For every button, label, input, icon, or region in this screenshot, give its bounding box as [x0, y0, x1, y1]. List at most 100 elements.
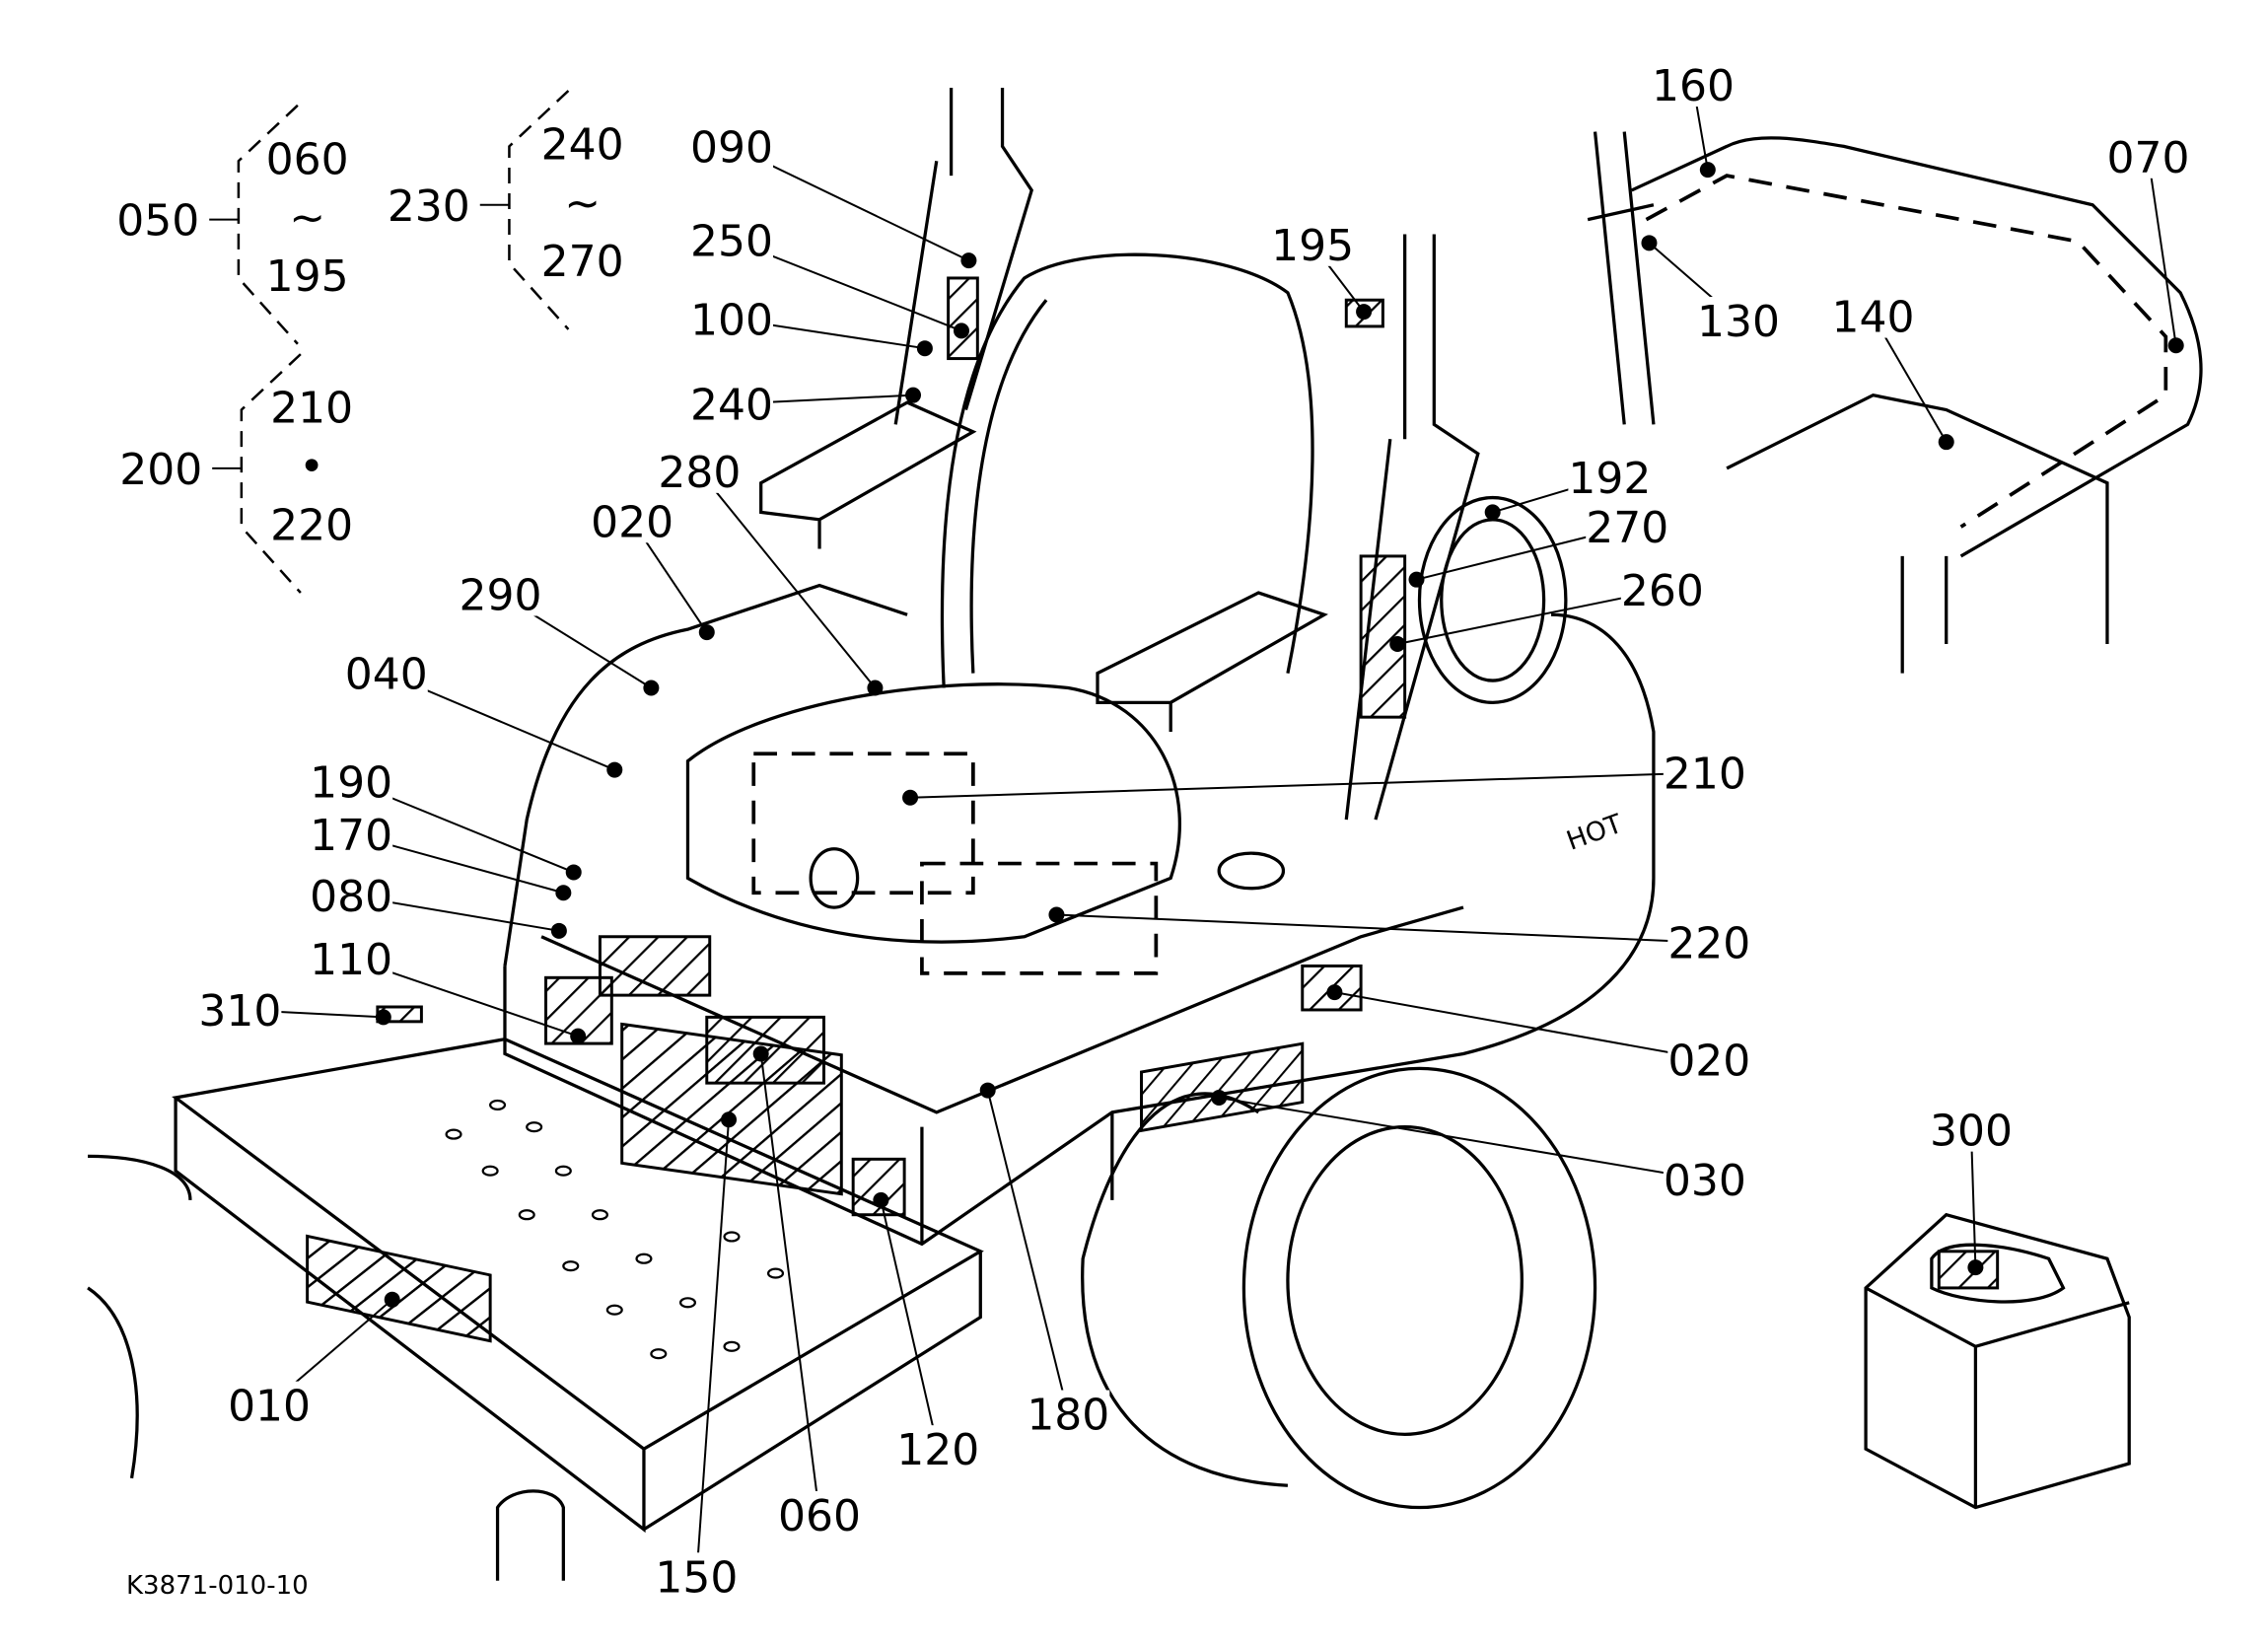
callout-label: 190 [310, 757, 392, 808]
callout-label: 310 [198, 986, 281, 1037]
callout-label: 210 [1664, 750, 1746, 800]
callout-dot [550, 922, 567, 939]
leader-line [698, 470, 877, 689]
rops-left-post [893, 88, 1034, 425]
callout-dot [1356, 304, 1373, 321]
leader-line [880, 1199, 940, 1450]
callout-dot [1048, 906, 1065, 923]
callout-label: 140 [1832, 293, 1915, 343]
callout-dot [375, 1009, 391, 1026]
callout-dot [752, 1045, 769, 1062]
callout-label: 180 [1027, 1391, 1109, 1441]
callout-020: 020 [591, 497, 715, 641]
rops-bar [1630, 136, 2203, 558]
callout-dot [1326, 984, 1343, 1001]
group-to-label: 220 [270, 500, 353, 550]
callout-label: 040 [345, 650, 428, 700]
callout-label: 220 [1667, 919, 1750, 969]
callout-label: 070 [2107, 133, 2190, 183]
callout-120: 120 [873, 1191, 980, 1475]
drawing-number: K3871-010-10 [126, 1571, 309, 1601]
leader-line [695, 1119, 731, 1577]
svg-text:HOT: HOT [1563, 809, 1627, 857]
right-armrest [1096, 591, 1328, 732]
callout-dot [1389, 635, 1406, 652]
callout-label: 150 [655, 1552, 738, 1603]
callout-dot [960, 252, 977, 269]
seat-back [940, 252, 1314, 688]
seat-cushion [685, 682, 1181, 944]
callout-label: 020 [1667, 1036, 1750, 1086]
callout-270: 270 [1408, 503, 1669, 588]
callout-160: 160 [1651, 61, 1735, 179]
callout-label: 270 [1586, 503, 1668, 553]
callout-030: 030 [1211, 1090, 1746, 1206]
callout-040: 040 [344, 649, 623, 778]
callout-150: 150 [655, 1111, 739, 1603]
battery [1864, 1212, 2131, 1510]
callout-label: 090 [690, 122, 773, 173]
callout-dot [721, 1111, 738, 1128]
callout-310: 310 [198, 986, 391, 1037]
callout-195: 195 [1271, 220, 1373, 321]
callout-label: 080 [310, 872, 392, 922]
callout-dot [873, 1191, 889, 1208]
group-from-label: 210 [270, 384, 353, 434]
callout-220: 220 [1048, 906, 1751, 969]
callout-label: 260 [1621, 566, 1704, 616]
group-parent-label: 050 [116, 196, 199, 247]
leader-line [1219, 1097, 1706, 1182]
callout-090: 090 [690, 122, 977, 269]
left-armrest [759, 400, 977, 549]
callout-140: 140 [1831, 292, 1954, 451]
callout-label: 240 [690, 381, 773, 431]
leader-line [759, 1053, 821, 1516]
callout-280: 280 [658, 447, 884, 696]
body-frame [503, 583, 1656, 1247]
callout-dot [565, 864, 582, 881]
machine-drawing: HOT [87, 88, 2203, 1581]
callout-dot [1484, 504, 1501, 521]
callout-190: 190 [310, 757, 582, 881]
callout-130: 130 [1641, 235, 1780, 347]
callout-070: 070 [2106, 132, 2190, 354]
deck-holes [445, 1099, 785, 1360]
callout-060: 060 [752, 1045, 862, 1541]
callout-label: 192 [1568, 454, 1651, 504]
callout-240: 240 [690, 380, 922, 431]
callout-label: 170 [310, 811, 392, 861]
group-sep-label: ~ [564, 179, 601, 229]
leader-line [1969, 1129, 1977, 1268]
decal-030 [1140, 1041, 1305, 1133]
group-from-label: 240 [541, 119, 624, 170]
group-from-label: 060 [266, 134, 349, 184]
callout-dot [953, 322, 969, 339]
callout-label: 280 [658, 448, 741, 498]
callout-dot [867, 680, 884, 696]
callout-label: 195 [1271, 221, 1354, 271]
callout-dot [643, 680, 660, 696]
callout-dot [1967, 1259, 1984, 1276]
callout-020: 020 [1326, 984, 1751, 1086]
leader-line [986, 1090, 1070, 1414]
group-parent-label: 230 [388, 181, 470, 232]
decal-150 [620, 1022, 843, 1196]
callout-label: 020 [591, 497, 673, 547]
callout-210: 210 [902, 749, 1746, 806]
callout-dot [916, 340, 933, 357]
callout-label: 100 [690, 296, 773, 346]
callout-290: 290 [459, 570, 660, 696]
decal-080 [598, 935, 712, 997]
callout-label: 060 [778, 1491, 861, 1541]
callout-dot [905, 387, 922, 403]
callout-dot [1938, 434, 1954, 451]
callout-dot [555, 885, 572, 901]
callout-label: 290 [460, 571, 542, 621]
callout-100: 100 [690, 295, 933, 357]
callout-170: 170 [310, 810, 572, 901]
callout-260: 260 [1389, 566, 1704, 652]
callout-label: 160 [1652, 61, 1735, 111]
